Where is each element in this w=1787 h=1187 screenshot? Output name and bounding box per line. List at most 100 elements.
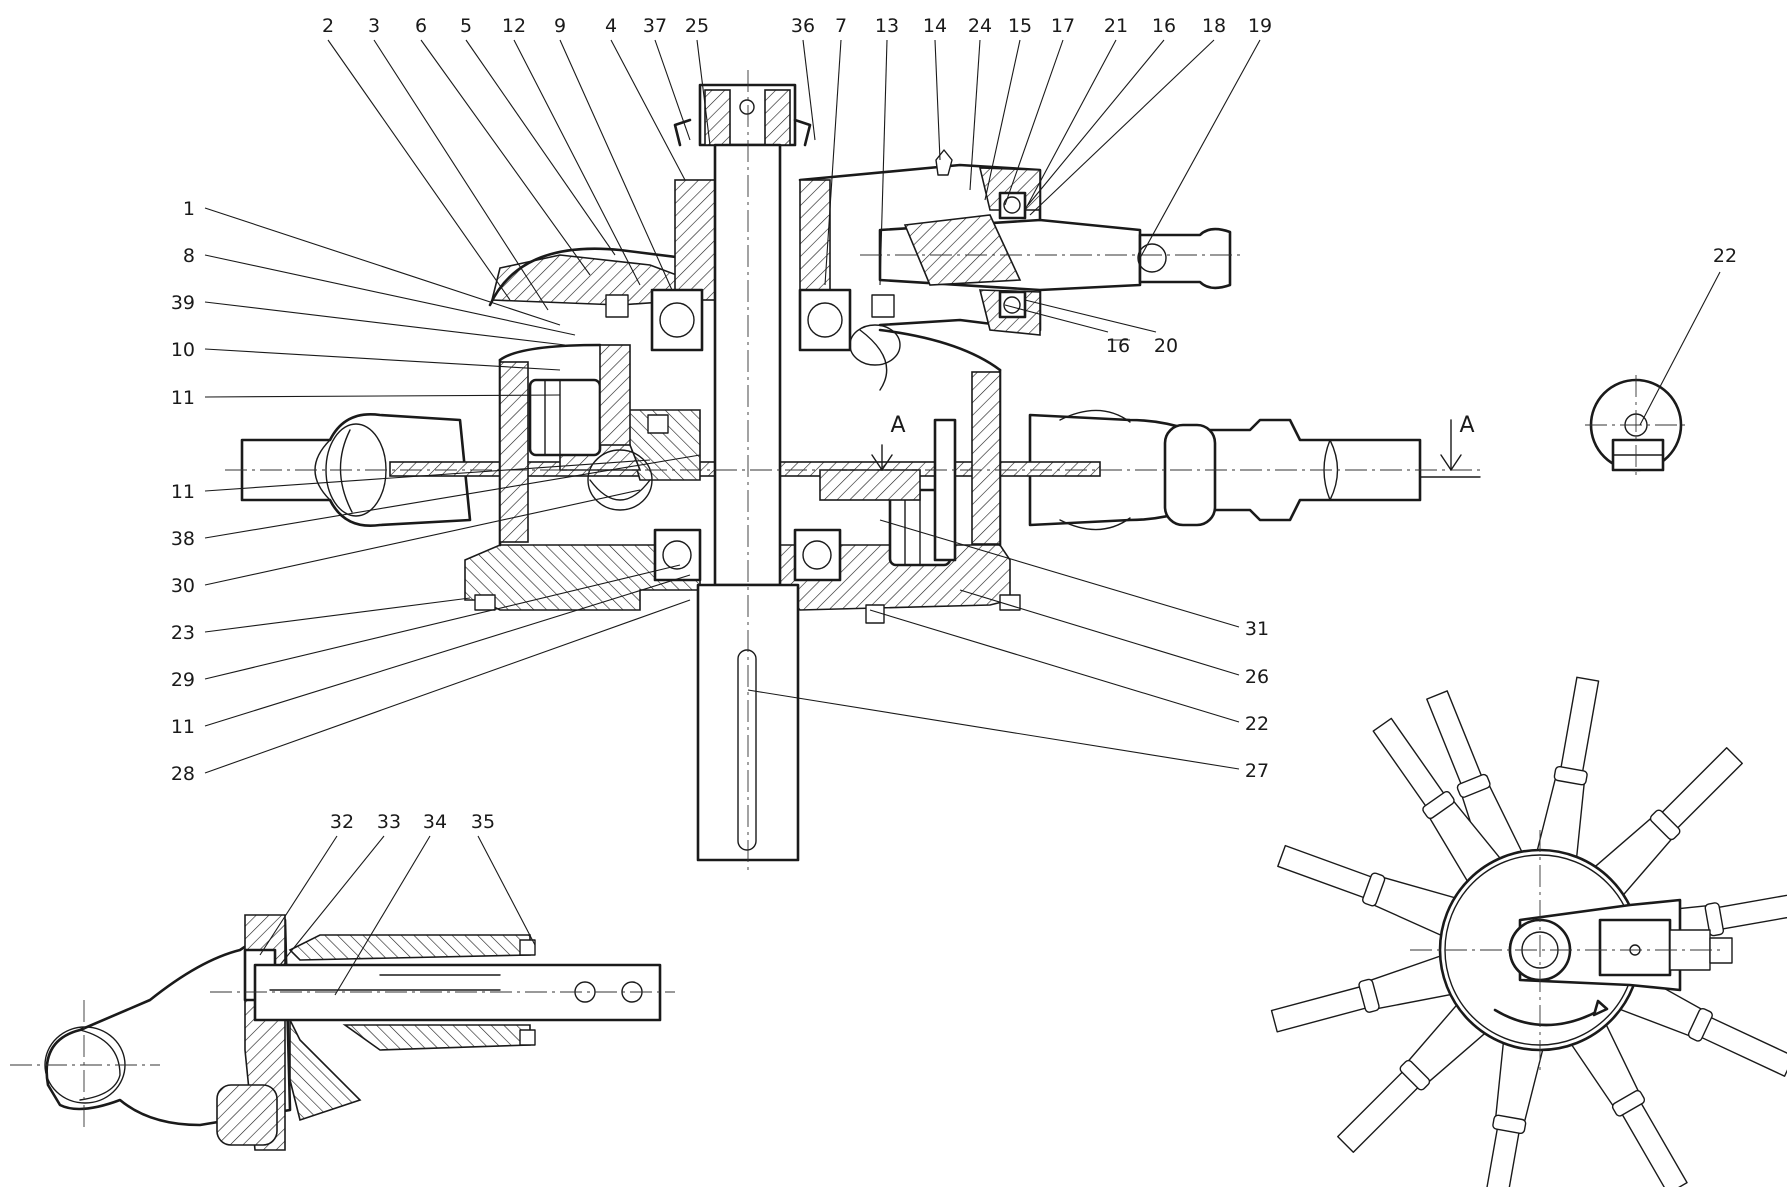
callout-number: 28 <box>171 763 195 785</box>
callout-number: 36 <box>791 15 815 37</box>
leader-line <box>959 589 1240 676</box>
callout-number: 16 <box>1106 335 1130 357</box>
leader-line <box>869 609 1240 723</box>
callout-number: 33 <box>377 811 401 833</box>
leader-line <box>1024 39 1117 211</box>
callout-number: 30 <box>171 575 195 597</box>
tine-collar <box>1687 1007 1713 1042</box>
callout-number: 9 <box>554 15 566 37</box>
tine-collar <box>1422 790 1455 820</box>
callout-number: 25 <box>685 15 709 37</box>
leader-line <box>204 454 701 539</box>
tine-rotor-view <box>1270 676 1787 1187</box>
tine-bar <box>1480 1124 1521 1187</box>
callout-number: 24 <box>968 15 992 37</box>
callout-number: 13 <box>875 15 899 37</box>
callout-number: 32 <box>330 811 354 833</box>
leader-line <box>559 39 673 291</box>
leader-line <box>334 835 431 996</box>
tine-bar <box>1559 676 1600 776</box>
leader-line <box>824 39 842 286</box>
pinion-shaft <box>878 214 1232 292</box>
callout-number: 27 <box>1245 760 1269 782</box>
leader-line <box>513 39 641 286</box>
leader-line <box>696 39 711 146</box>
leader-line <box>204 597 471 633</box>
tine-bar <box>1426 690 1484 788</box>
leader-line <box>879 519 1240 628</box>
main-section-view <box>225 70 1481 870</box>
leader-line <box>373 39 549 311</box>
leader-line <box>204 599 691 774</box>
tine-collar <box>1611 1089 1646 1117</box>
callout-number: 22 <box>1713 245 1737 267</box>
leader-line <box>1027 39 1165 206</box>
callout-number: 39 <box>171 292 195 314</box>
leader-line <box>747 689 1240 770</box>
leader-line <box>1139 39 1261 259</box>
leader-line <box>204 564 681 680</box>
callout-number: 2 <box>322 15 334 37</box>
leader-line <box>879 39 888 286</box>
leader-line <box>327 39 511 301</box>
callout-number: 15 <box>1008 15 1032 37</box>
leader-line <box>259 835 338 956</box>
tine-bar <box>1270 985 1370 1033</box>
callout-number: 19 <box>1248 15 1272 37</box>
leader-line <box>477 835 536 946</box>
shaft-detail-view <box>10 914 675 1151</box>
callout-number: 16 <box>1152 15 1176 37</box>
callout-number: 5 <box>460 15 472 37</box>
section-marks <box>871 419 1481 478</box>
leader-line <box>934 39 941 161</box>
tine-collar <box>1492 1114 1527 1135</box>
leader-line <box>204 207 561 326</box>
callout-number: A <box>890 413 905 438</box>
leader-line <box>204 254 576 336</box>
tine-collar <box>1649 809 1681 841</box>
callout-number: 11 <box>171 387 195 409</box>
callout-number: 22 <box>1245 713 1269 735</box>
leader-line <box>610 39 686 181</box>
tine-bar <box>1697 1015 1787 1077</box>
leader-line <box>204 489 641 586</box>
leader-line <box>279 835 385 966</box>
callout-number: 8 <box>183 245 195 267</box>
callout-number: 31 <box>1245 618 1269 640</box>
vertical-main-shaft <box>696 83 800 862</box>
leader-line <box>465 39 616 256</box>
callout-number: 11 <box>171 481 195 503</box>
callout-number: 21 <box>1104 15 1128 37</box>
leader-line <box>654 39 691 141</box>
detail-22-view <box>1585 375 1690 480</box>
leader-line <box>1029 39 1215 216</box>
leader-line <box>1024 299 1157 333</box>
leader-line <box>204 348 561 371</box>
leader-line <box>1004 39 1064 206</box>
leader-line <box>204 394 561 398</box>
callout-number: 38 <box>171 528 195 550</box>
callout-number: 37 <box>643 15 667 37</box>
bearings <box>650 191 1027 582</box>
tine-bar <box>1619 1099 1688 1187</box>
tine-bar <box>1658 747 1743 832</box>
tine-collar <box>1362 872 1386 907</box>
callout-number: A <box>1459 413 1474 438</box>
leader-line <box>802 39 816 141</box>
callout-number: 14 <box>923 15 947 37</box>
callout-number: 10 <box>171 339 195 361</box>
callout-number: 20 <box>1154 335 1178 357</box>
leader-line <box>420 39 591 276</box>
tine-bar <box>1277 844 1376 900</box>
leader-line <box>1004 304 1109 333</box>
tine-bar <box>1714 890 1787 931</box>
tine-collar <box>1399 1059 1431 1091</box>
leader-line <box>204 459 651 492</box>
tine-collar <box>1704 902 1725 937</box>
leader-line <box>969 39 981 191</box>
leader-line <box>204 574 691 727</box>
callout-number: 18 <box>1202 15 1226 37</box>
callout-number: 29 <box>171 669 195 691</box>
